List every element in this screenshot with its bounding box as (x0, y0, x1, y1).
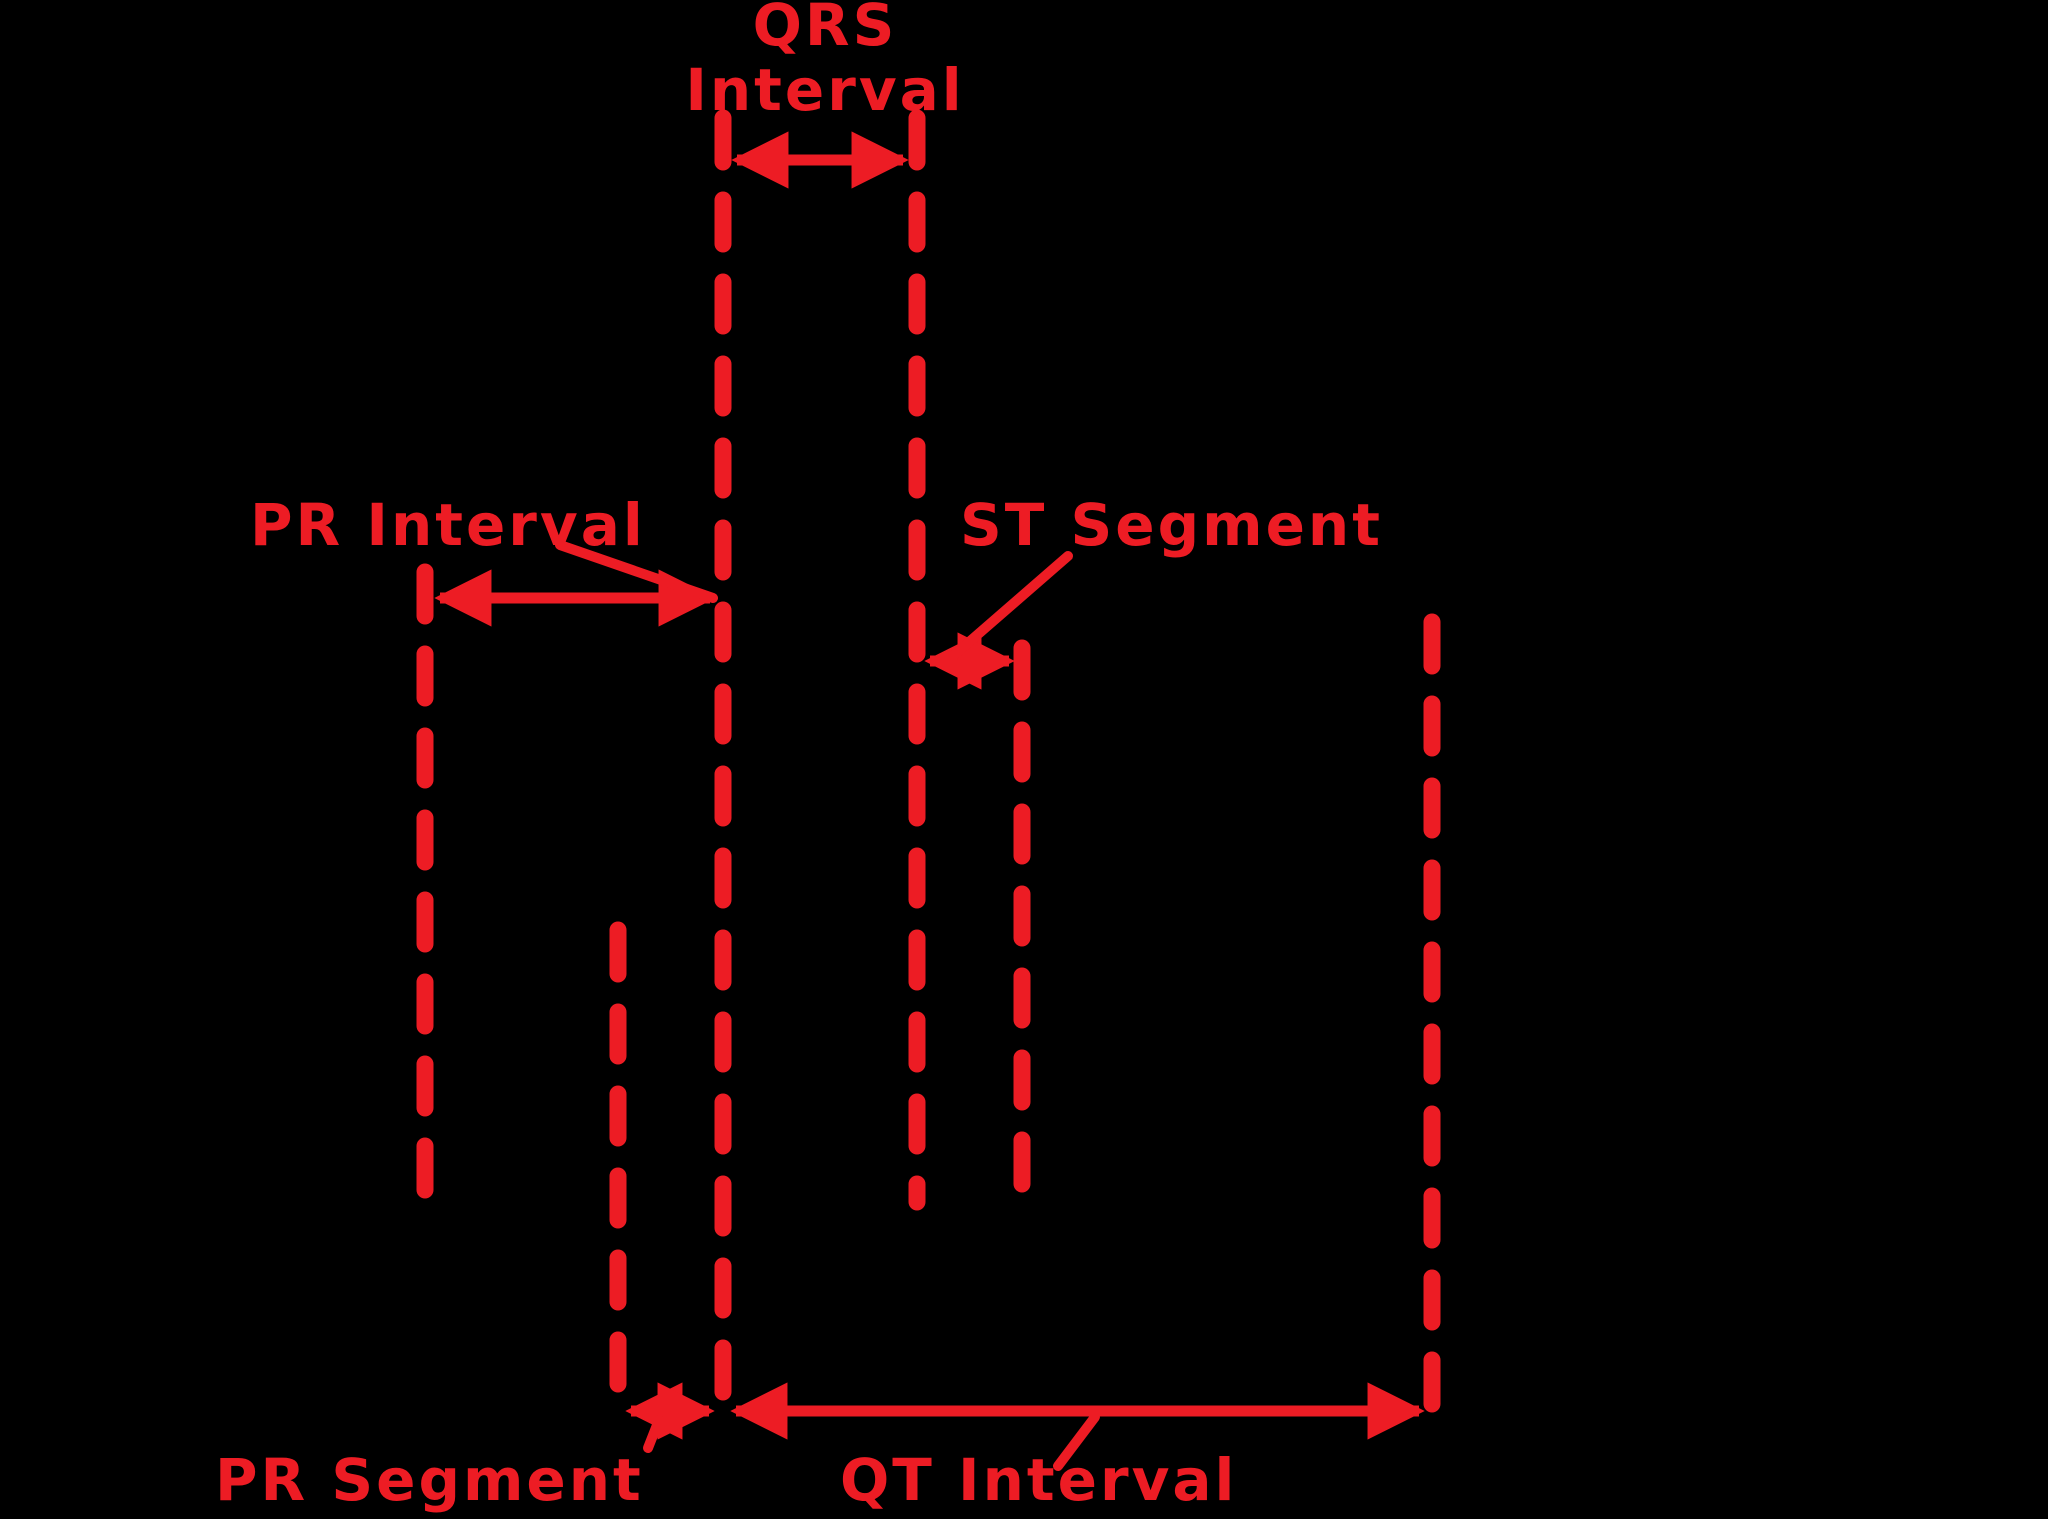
pr-segment-label: PR Segment (215, 1446, 644, 1514)
pr-segment-measure (625, 1382, 715, 1453)
pr-segment-leader-line (643, 1415, 664, 1453)
st-segment-leader-line (948, 551, 1073, 661)
qt-interval-measure (730, 1382, 1425, 1471)
qrs-interval-label-line1: QRS (753, 0, 898, 59)
pr-interval-measure (434, 540, 718, 627)
qrs-interval-label-line2: Interval (685, 56, 964, 124)
qt-interval-leader-line (1053, 1412, 1100, 1471)
qt-interval-label: QT Interval (840, 1446, 1237, 1514)
pr-interval-leader-line (555, 540, 718, 603)
st-segment-measure (924, 551, 1073, 690)
guide-lines-group (416, 109, 1441, 1427)
st-segment-label: ST Segment (960, 491, 1383, 559)
pr-interval-label: PR Interval (250, 491, 646, 559)
